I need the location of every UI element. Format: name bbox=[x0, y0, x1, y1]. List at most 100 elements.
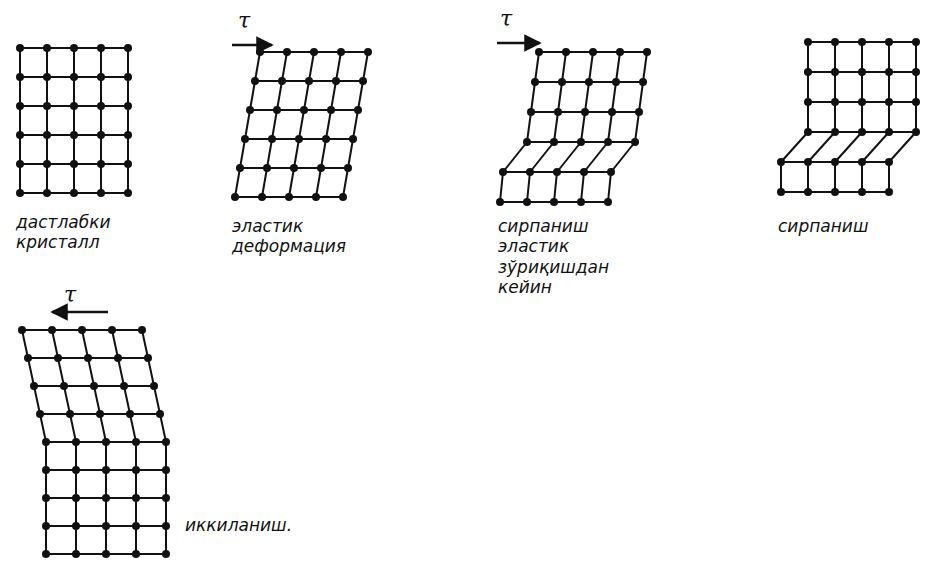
lattice-bond bbox=[889, 131, 916, 133]
lattice-bond bbox=[165, 470, 167, 498]
lattice-bond bbox=[554, 141, 581, 143]
lattice-bond bbox=[250, 81, 255, 110]
lattice-bond bbox=[336, 80, 363, 82]
lattice-bond bbox=[101, 105, 128, 107]
lattice-atom bbox=[523, 198, 531, 206]
lattice-bond bbox=[19, 106, 21, 135]
lattice-atom bbox=[124, 189, 132, 197]
lattice-bond bbox=[639, 82, 643, 112]
lattice-atom bbox=[322, 135, 330, 143]
lattice-atom bbox=[150, 382, 158, 390]
lattice-bond bbox=[75, 470, 77, 498]
lattice-bond bbox=[142, 330, 148, 358]
lattice-atom bbox=[639, 78, 647, 86]
lattice-atom bbox=[612, 78, 620, 86]
lattice-atom bbox=[523, 138, 531, 146]
lattice-atom bbox=[162, 438, 170, 446]
lattice-atom bbox=[78, 326, 86, 334]
lattice-bond bbox=[165, 526, 167, 554]
lattice-atom bbox=[156, 410, 164, 418]
lattice-atom bbox=[300, 106, 308, 114]
lattice-bond bbox=[294, 139, 299, 168]
lattice-atom bbox=[804, 188, 812, 196]
lattice-bond bbox=[260, 51, 287, 53]
lattice-bond bbox=[135, 470, 137, 498]
lattice-bond bbox=[136, 441, 166, 443]
lattice-atom bbox=[97, 189, 105, 197]
lattice-bond bbox=[807, 162, 809, 192]
lattice-bond bbox=[862, 131, 889, 133]
lattice-bond bbox=[19, 135, 21, 164]
lattice-bond bbox=[148, 358, 154, 386]
lattice-bond bbox=[82, 329, 112, 331]
lattice-bond bbox=[100, 106, 102, 135]
lattice-atom bbox=[102, 438, 110, 446]
lattice-bond bbox=[262, 168, 267, 197]
lattice-bond bbox=[20, 163, 47, 165]
lattice-bond bbox=[160, 414, 166, 442]
lattice-atom bbox=[124, 102, 132, 110]
lattice-bond bbox=[294, 167, 321, 169]
lattice-bond bbox=[834, 102, 836, 132]
lattice-bond bbox=[331, 81, 336, 110]
lattice-bond bbox=[135, 442, 137, 470]
lattice-bond bbox=[503, 171, 530, 173]
lattice-bond bbox=[316, 168, 321, 197]
lattice-atom bbox=[42, 466, 50, 474]
lattice-bond bbox=[105, 442, 107, 470]
lattice-bond bbox=[45, 442, 47, 470]
lattice-atom bbox=[102, 494, 110, 502]
lattice-atom bbox=[30, 382, 38, 390]
lattice-atom bbox=[912, 128, 920, 136]
lattice-bond bbox=[608, 172, 611, 202]
lattice-bond bbox=[73, 48, 75, 77]
lattice-bond bbox=[22, 330, 28, 358]
lattice-bond bbox=[358, 81, 363, 110]
lattice-bond bbox=[76, 469, 106, 471]
lattice-bond bbox=[888, 102, 890, 132]
lattice-bond bbox=[34, 386, 40, 414]
lattice-bond bbox=[781, 161, 808, 163]
lattice-atom bbox=[580, 168, 588, 176]
lattice-bond bbox=[889, 71, 916, 73]
lattice-atom bbox=[124, 160, 132, 168]
lattice-atom bbox=[831, 38, 839, 46]
lattice-atom bbox=[42, 550, 50, 558]
lattice-bond bbox=[558, 82, 562, 112]
lattice-atom bbox=[132, 522, 140, 530]
lattice-bond bbox=[527, 172, 530, 202]
lattice-bond bbox=[20, 134, 47, 136]
lattice-atom bbox=[43, 44, 51, 52]
lattice-atom bbox=[317, 164, 325, 172]
lattice-bond bbox=[46, 164, 48, 193]
lattice-bond bbox=[272, 110, 277, 139]
lattice-bond bbox=[101, 163, 128, 165]
lattice-bond bbox=[581, 112, 585, 142]
lattice-bond bbox=[336, 52, 341, 81]
lattice-atom bbox=[138, 326, 146, 334]
lattice-atom bbox=[295, 135, 303, 143]
lattice-bond bbox=[321, 139, 326, 168]
lattice-bond bbox=[136, 497, 166, 499]
lattice-atom bbox=[70, 160, 78, 168]
lattice-atom bbox=[70, 131, 78, 139]
lattice-bond bbox=[808, 131, 835, 133]
lattice-bond bbox=[309, 52, 314, 81]
lattice-atom bbox=[531, 78, 539, 86]
lattice-bond bbox=[74, 76, 101, 78]
lattice-atom bbox=[359, 77, 367, 85]
lattice-bond bbox=[862, 161, 889, 163]
lattice-bond bbox=[363, 52, 368, 81]
lattice-bond bbox=[127, 106, 129, 135]
lattice-bond bbox=[535, 52, 539, 82]
lattice-bond bbox=[70, 414, 76, 442]
lattice-bond bbox=[28, 358, 34, 386]
lattice-bond bbox=[915, 72, 917, 102]
lattice-atom bbox=[285, 193, 293, 201]
lattice-bond bbox=[593, 51, 620, 53]
lattice-atom bbox=[912, 98, 920, 106]
lattice-bond bbox=[74, 192, 101, 194]
lattice-atom bbox=[241, 135, 249, 143]
lattice-atom bbox=[36, 410, 44, 418]
